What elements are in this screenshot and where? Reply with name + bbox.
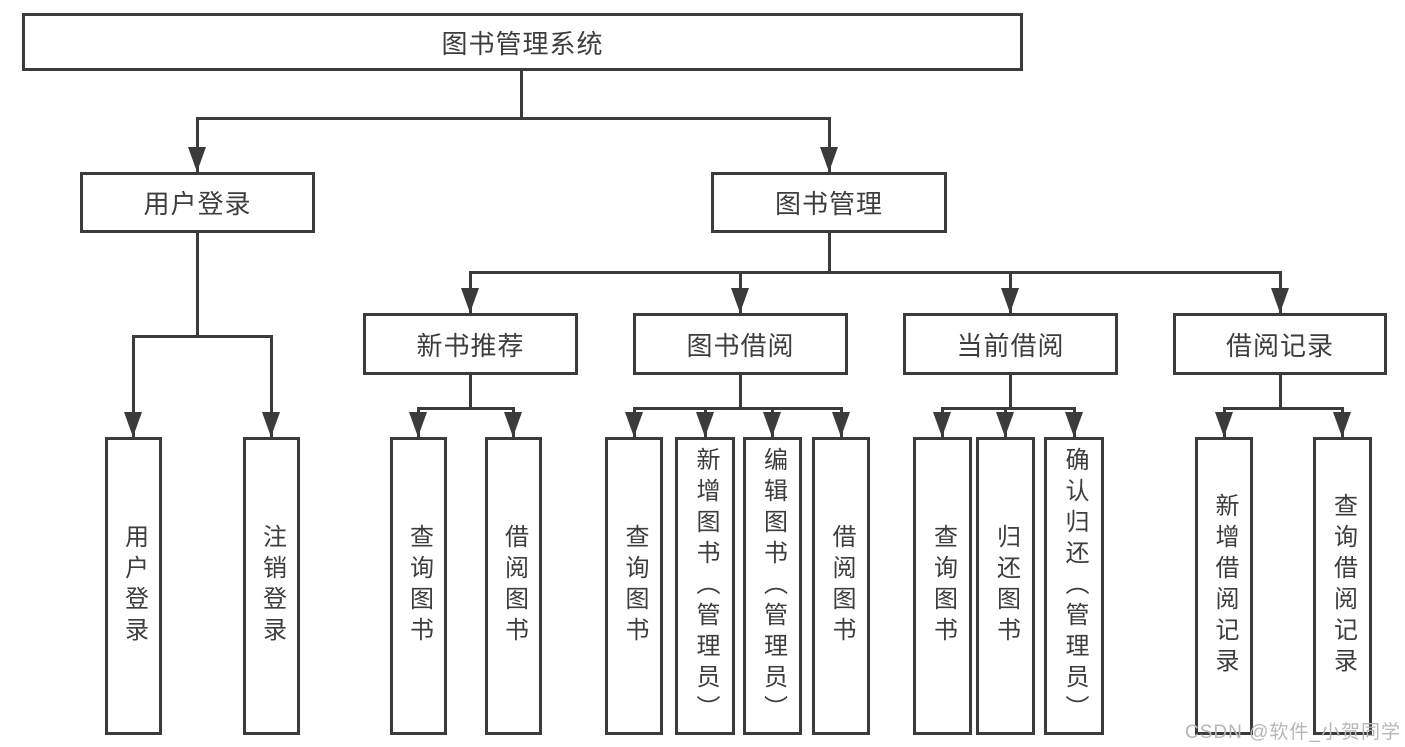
node-book-management: 图书管理 [711,172,947,233]
node-label-leaf-user-login: 用户登录 [120,524,148,648]
arrowhead-down-icon [409,412,427,437]
node-leaf-query-books-1: 查询图书 [390,437,447,735]
node-label-leaf-query-borrow-record: 查询借阅记录 [1329,493,1357,679]
arrowhead-down-icon [1333,412,1351,437]
arrowhead-down-icon [1215,412,1233,437]
arrowhead-down-icon [763,412,781,437]
node-label-leaf-edit-book-admin: 编辑图书（管理员） [759,446,787,726]
arrowhead-down-icon [188,147,206,172]
connector-line [468,375,472,408]
node-leaf-return-books: 归还图书 [976,437,1035,735]
node-leaf-query-books-2: 查询图书 [605,437,663,735]
connector-line [131,334,273,338]
node-label-leaf-query-books-2: 查询图书 [621,524,648,648]
connector-line [632,406,843,410]
connector-line [1278,375,1282,408]
arrowhead-down-icon [504,412,522,437]
arrowhead-down-icon [124,412,142,437]
arrowhead-down-icon [731,288,749,313]
connector-line [468,270,1282,274]
node-leaf-logout: 注销登录 [243,437,300,735]
connector-line [195,233,199,336]
arrowhead-down-icon [996,412,1014,437]
node-label-system-root: 图书管理系统 [441,28,604,59]
node-leaf-user-login: 用户登录 [105,437,162,735]
connector-line [1222,406,1344,410]
node-label-book-management: 图书管理 [774,189,883,219]
node-label-borrowing-records: 借阅记录 [1225,330,1334,361]
node-label-leaf-query-books-3: 查询图书 [929,524,957,648]
arrowhead-down-icon [820,147,838,172]
node-label-leaf-borrow-books-1: 借阅图书 [500,524,528,648]
arrowhead-down-icon [832,412,850,437]
connector-line [1008,375,1012,408]
node-leaf-borrow-books-1: 借阅图书 [485,437,542,735]
node-leaf-add-borrow-record: 新增借阅记录 [1195,437,1253,735]
connector-line [940,406,1076,410]
arrowhead-down-icon [461,288,479,313]
node-label-leaf-query-books-1: 查询图书 [405,524,433,648]
node-user-login: 用户登录 [80,172,315,233]
arrowhead-down-icon [1001,288,1019,313]
node-label-leaf-add-borrow-record: 新增借阅记录 [1211,493,1238,679]
connector-line [738,375,742,408]
arrowhead-down-icon [1065,412,1083,437]
node-current-borrowing: 当前借阅 [903,313,1118,375]
node-label-current-borrowing: 当前借阅 [956,330,1065,361]
node-new-book-recommend: 新书推荐 [363,313,578,375]
node-label-book-borrowing: 图书借阅 [686,330,795,361]
connector-line [269,334,273,437]
connector-line [416,406,515,410]
arrowhead-down-icon [933,412,951,437]
node-label-user-login: 用户登录 [143,189,252,219]
connector-line [195,116,199,172]
connector-line [131,334,135,437]
node-leaf-confirm-return-admin: 确认归还（管理员） [1044,437,1104,735]
node-leaf-query-borrow-record: 查询借阅记录 [1313,437,1372,735]
connector-line [827,233,831,272]
connector-line [827,116,831,172]
connector-line [195,116,831,120]
node-label-leaf-logout: 注销登录 [258,524,286,648]
node-leaf-borrow-books-2: 借阅图书 [812,437,870,735]
node-borrowing-records: 借阅记录 [1173,313,1387,375]
node-system-root: 图书管理系统 [22,13,1023,71]
node-label-leaf-return-books: 归还图书 [992,524,1020,648]
connector-line [519,71,523,118]
arrowhead-down-icon [696,412,714,437]
node-book-borrowing: 图书借阅 [633,313,848,375]
node-label-leaf-borrow-books-2: 借阅图书 [828,524,855,648]
node-leaf-add-book-admin: 新增图书（管理员） [675,437,735,735]
node-label-leaf-add-book-admin: 新增图书（管理员） [692,446,719,726]
node-leaf-edit-book-admin: 编辑图书（管理员） [743,437,802,735]
arrowhead-down-icon [262,412,280,437]
arrowhead-down-icon [625,412,643,437]
node-leaf-query-books-3: 查询图书 [913,437,972,735]
node-label-leaf-confirm-return-admin: 确认归还（管理员） [1061,446,1088,726]
arrowhead-down-icon [1271,288,1289,313]
node-label-new-book-recommend: 新书推荐 [416,330,525,361]
csdn-watermark: CSDN @软件_小贺同学 [1185,722,1401,743]
